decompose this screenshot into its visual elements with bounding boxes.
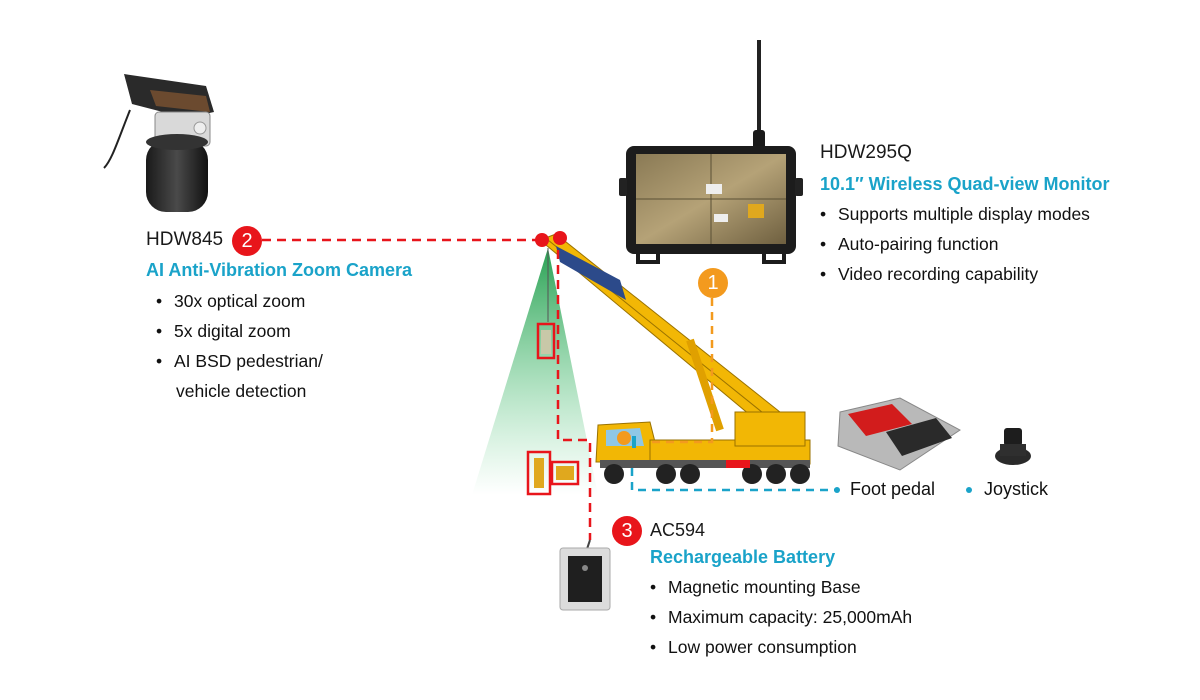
- monitor-feature: •Supports multiple display modes: [820, 204, 1090, 224]
- foot-pedal-dot: [834, 487, 840, 493]
- monitor-product-image: [619, 40, 803, 264]
- camera-title: AI Anti-Vibration Zoom Camera: [146, 260, 413, 280]
- battery-model: AC594: [650, 520, 706, 540]
- camera-number-badge: 2: [232, 226, 262, 256]
- monitor-feature: •Auto-pairing function: [820, 234, 999, 254]
- ai-detection-boxes: [526, 322, 580, 496]
- foot-pedal-label: Foot pedal: [850, 479, 936, 499]
- crane-truck-illustration: [539, 233, 811, 484]
- monitor-title: 10.1″ Wireless Quad-view Monitor: [820, 174, 1110, 194]
- battery-title: Rechargeable Battery: [650, 547, 836, 567]
- monitor-feature-list: •Supports multiple display modes •Auto-p…: [818, 199, 1090, 289]
- joystick-dot: [966, 487, 972, 493]
- battery-feature-list: •Magnetic mounting Base •Maximum capacit…: [648, 572, 912, 662]
- camera-feature-list: •30x optical zoom •5x digital zoom •AI B…: [154, 286, 323, 406]
- camera-feature: •5x digital zoom: [156, 321, 291, 341]
- monitor-feature: •Video recording capability: [820, 264, 1039, 284]
- battery-number-badge: 3: [612, 516, 642, 546]
- mount-badge-2: [535, 233, 549, 247]
- camera-feature: •30x optical zoom: [156, 291, 306, 311]
- camera-feature-continuation: vehicle detection: [176, 381, 307, 401]
- blue-dashed-connector: [630, 468, 838, 492]
- joystick-image: [995, 428, 1031, 465]
- mount-badge-3: [553, 231, 567, 245]
- battery-feature: •Magnetic mounting Base: [650, 577, 861, 597]
- orange-dashed-connector: [646, 298, 714, 444]
- monitor-number-badge: 1: [698, 268, 728, 298]
- camera-product-image: [103, 74, 214, 212]
- camera-view-beam: [472, 248, 598, 495]
- battery-feature: •Maximum capacity: 25,000mAh: [650, 607, 913, 627]
- battery-feature: •Low power consumption: [650, 637, 857, 657]
- camera-feature: •AI BSD pedestrian/: [156, 351, 323, 371]
- camera-model: HDW845: [146, 229, 224, 250]
- battery-product-image: [559, 539, 611, 611]
- red-dashed-connectors: [262, 238, 592, 540]
- monitor-model: HDW295Q: [820, 142, 912, 163]
- foot-pedal-image: [837, 397, 961, 471]
- joystick-label: Joystick: [984, 479, 1049, 499]
